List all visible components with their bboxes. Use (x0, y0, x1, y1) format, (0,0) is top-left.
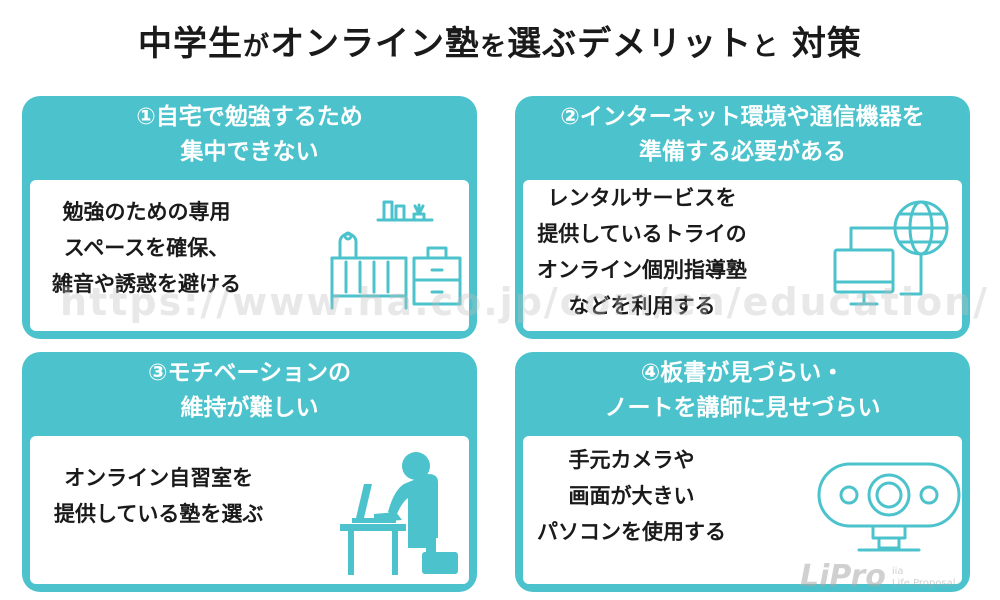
study-room-icon (330, 200, 462, 310)
card-heading: ①自宅で勉強するため 集中できない (136, 104, 363, 165)
card-heading: ④板書が見づらい・ ノートを講師に見せづらい (604, 360, 881, 421)
card-board-visibility: ④板書が見づらい・ ノートを講師に見せづらい 手元カメラや 画面が大きい パソコ… (515, 352, 970, 592)
web-camera-icon (817, 462, 961, 552)
card-heading: ②インターネット環境や通信機器を 準備する必要がある (560, 104, 925, 165)
lipro-logo: LiPro iia Life Proposal (800, 559, 956, 594)
page-title: 中学生がオンライン塾を選ぶデメリットと 対策 (138, 24, 862, 64)
card-heading: ③モチベーションの 維持が難しい (147, 360, 351, 421)
card-body: 勉強のための専用 スペースを確保、 雑音や誘惑を避ける (30, 180, 469, 331)
card-solution-text: レンタルサービスを 提供しているトライの オンライン個別指導塾 などを利用する (537, 186, 747, 318)
card-solution-text: 手元カメラや 画面が大きい パソコンを使用する (537, 448, 726, 544)
card-solution-text: 勉強のための専用 スペースを確保、 雑音や誘惑を避ける (52, 200, 241, 296)
card-body: レンタルサービスを 提供しているトライの オンライン個別指導塾 などを利用する (523, 180, 962, 331)
person-studying-icon (340, 452, 458, 575)
card-concentration: ①自宅で勉強するため 集中できない 勉強のための専用 スペースを確保、 雑音や誘… (22, 96, 477, 339)
card-solution-text: オンライン自習室を 提供している塾を選ぶ (54, 466, 264, 526)
card-motivation: ③モチベーションの 維持が難しい オンライン自習室を 提供している塾を選ぶ (22, 352, 477, 592)
network-computer-icon (833, 200, 949, 306)
card-body: 手元カメラや 画面が大きい パソコンを使用する (523, 436, 962, 584)
card-internet-equipment: ②インターネット環境や通信機器を 準備する必要がある レンタルサービスを 提供し… (515, 96, 970, 339)
card-body: オンライン自習室を 提供している塾を選ぶ (30, 436, 469, 584)
